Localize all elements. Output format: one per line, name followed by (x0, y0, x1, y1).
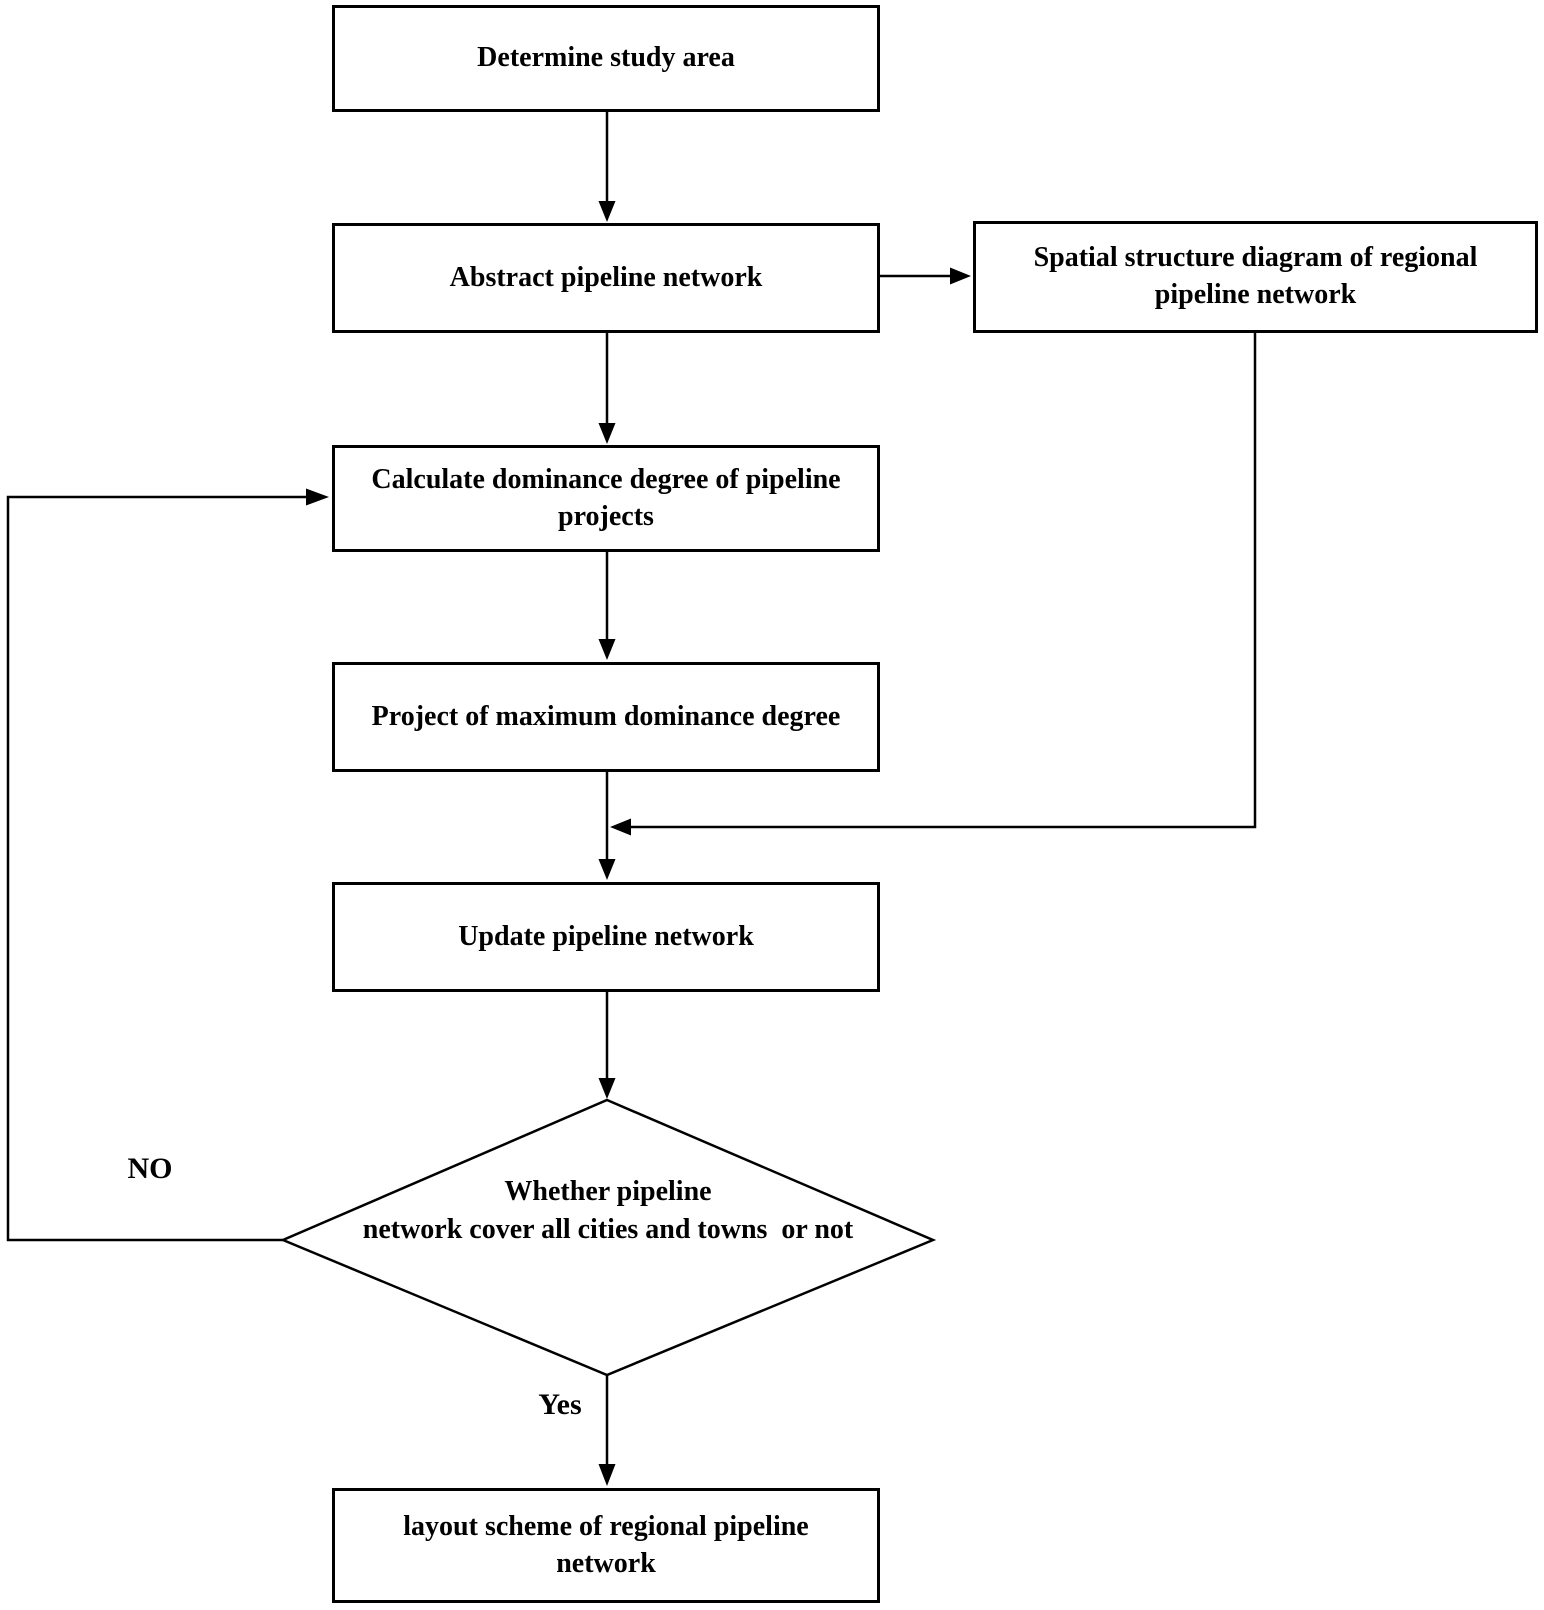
node-spatial-structure-diagram: Spatial structure diagram of regional pi… (973, 221, 1538, 333)
node-calculate-dominance-degree: Calculate dominance degree of pipeline p… (332, 445, 880, 552)
decision-label-line1: Whether pipeline (504, 1175, 712, 1207)
node-label: Update pipeline network (458, 920, 754, 952)
arrowhead-down-into-decision (598, 1078, 616, 1099)
node-update-pipeline-network: Update pipeline network (332, 882, 880, 992)
edge-label-yes: Yes (538, 1388, 582, 1421)
arrowhead-down-into-project (598, 639, 616, 660)
node-label: Calculate dominance degree of pipeline p… (371, 463, 841, 532)
arrowhead-down-into-abstract (598, 201, 616, 222)
arrowheads (306, 201, 971, 1486)
node-label: Project of maximum dominance degree (371, 700, 841, 732)
arrow-spatial-to-update-feed (631, 333, 1257, 829)
node-label: Abstract pipeline network (449, 261, 763, 293)
decision-label-line2: network cover all cities and towns or no… (362, 1213, 854, 1245)
node-project-maximum-dominance: Project of maximum dominance degree (332, 662, 880, 772)
arrowhead-down-into-update (598, 859, 616, 880)
decision-diamond (279, 1098, 937, 1377)
node-layout-scheme: layout scheme of regional pipeline netwo… (332, 1488, 880, 1603)
edge-label-no: NO (127, 1152, 173, 1185)
node-label: layout scheme of regional pipeline netwo… (403, 1510, 809, 1579)
arrowhead-right-into-spatial (950, 267, 971, 285)
arrow-decision-no-loop (6, 495, 307, 1242)
decision-label: Whether pipeline network cover all citie… (300, 1148, 916, 1273)
arrowhead-down-into-layout (598, 1464, 616, 1486)
arrowhead-left-into-main-line (610, 818, 631, 836)
node-determine-study-area: Determine study area (332, 5, 880, 112)
arrowhead-down-into-calculate (598, 423, 616, 444)
node-label: Spatial structure diagram of regional pi… (1033, 242, 1478, 310)
node-abstract-pipeline-network: Abstract pipeline network (332, 223, 880, 333)
node-label: Determine study area (477, 42, 735, 74)
arrowhead-right-into-calculate (306, 488, 329, 506)
